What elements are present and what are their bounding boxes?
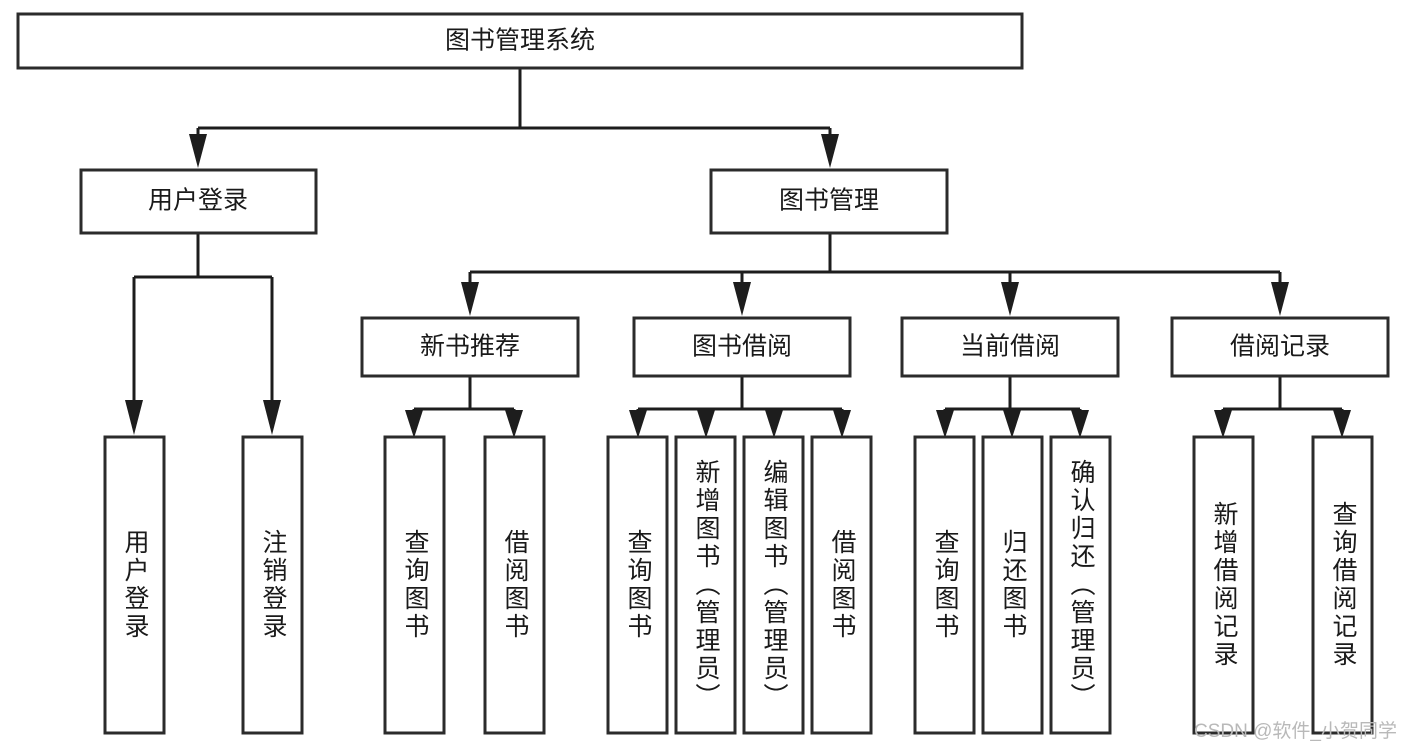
arrow-head-leaf-add-record — [1214, 410, 1232, 438]
connector-group-borrowrecord-to-leaves — [1214, 376, 1351, 438]
node-leaf-logout[interactable] — [241, 435, 304, 735]
connector-group-bookmanage-to-level3 — [461, 233, 1289, 316]
arrow-head-leaf-query-record — [1333, 410, 1351, 438]
node-leaf-confirm-return[interactable] — [1049, 435, 1112, 735]
node-level2-user-login[interactable] — [79, 168, 318, 235]
arrow-head-current-borrow — [1001, 282, 1019, 316]
arrow-head-book-manage — [821, 134, 839, 168]
connector-group-root-to-level2 — [189, 68, 839, 168]
arrow-head-leaf-borrow-book-1 — [505, 410, 523, 438]
arrow-head-leaf-logout — [263, 400, 281, 435]
arrow-head-leaf-borrow-book-2 — [833, 410, 851, 438]
node-leaf-borrow-book-recommend[interactable] — [483, 435, 546, 735]
node-leaf-edit-book[interactable] — [742, 435, 805, 735]
node-level3-new-book-recommend-label: 新书推荐 — [420, 333, 520, 361]
arrow-head-user-login — [189, 134, 207, 168]
node-level3-current-borrow[interactable] — [900, 316, 1120, 378]
node-level3-new-book-recommend[interactable] — [360, 316, 580, 378]
arrow-head-leaf-return-book — [1003, 410, 1021, 438]
node-level3-current-borrow-label: 当前借阅 — [960, 333, 1060, 361]
node-level3-book-borrow-label: 图书借阅 — [692, 333, 792, 361]
arrow-head-leaf-query-book-1 — [405, 410, 423, 438]
arrow-head-leaf-query-book-2 — [629, 410, 647, 438]
arrow-head-leaf-edit-book — [765, 410, 783, 438]
connector-group-newbook-to-leaves — [405, 376, 523, 438]
arrow-head-leaf-add-book — [697, 410, 715, 438]
arrow-head-new-book-recommend — [461, 282, 479, 316]
connector-group-userlogin-to-leaves — [125, 233, 281, 435]
node-leaf-query-book-current[interactable] — [913, 435, 976, 735]
arrow-head-borrow-record — [1271, 282, 1289, 316]
node-leaf-add-book[interactable] — [674, 435, 737, 735]
node-leaf-query-book-recommend[interactable] — [383, 435, 446, 735]
node-leaf-query-book-borrow[interactable] — [606, 435, 669, 735]
node-level2-book-management[interactable] — [709, 168, 949, 235]
node-level2-user-login-label: 用户登录 — [148, 187, 248, 215]
node-leaf-query-borrow-record[interactable] — [1311, 435, 1374, 735]
node-level2-book-management-label: 图书管理 — [779, 187, 879, 215]
arrow-head-leaf-query-book-3 — [936, 410, 954, 438]
node-root-label: 图书管理系统 — [445, 27, 595, 55]
node-leaf-add-borrow-record[interactable] — [1192, 435, 1255, 735]
arrow-head-leaf-confirm-return — [1071, 410, 1089, 438]
watermark-csdn: CSDN @软件_小贺同学 — [1194, 721, 1397, 742]
arrow-head-leaf-user-login — [125, 400, 143, 435]
node-level3-borrow-record[interactable] — [1170, 316, 1390, 378]
connector-group-currentborrow-to-leaves — [936, 376, 1089, 438]
node-leaf-user-login[interactable] — [103, 435, 166, 735]
node-root-book-management-system[interactable] — [16, 12, 1024, 70]
node-level3-book-borrow[interactable] — [632, 316, 852, 378]
node-level3-borrow-record-label: 借阅记录 — [1230, 333, 1330, 361]
node-leaf-return-book[interactable] — [981, 435, 1044, 735]
node-leaf-borrow-book[interactable] — [810, 435, 873, 735]
connector-group-bookborrow-to-leaves — [629, 376, 851, 438]
arrow-head-book-borrow — [733, 282, 751, 316]
